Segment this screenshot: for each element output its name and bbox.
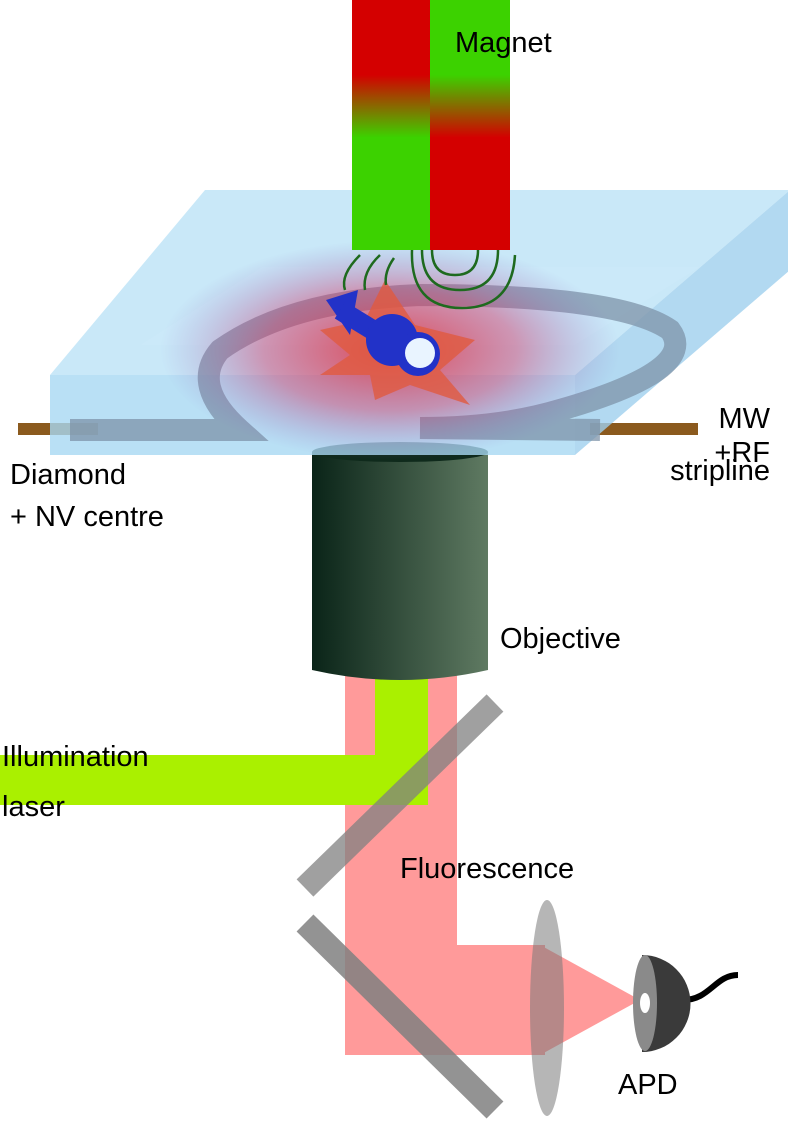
illumination-label-line1: Illumination bbox=[2, 741, 149, 773]
magnetic-field-lines bbox=[342, 249, 517, 310]
nv-spin bbox=[326, 290, 440, 376]
dichroic-mirror bbox=[296, 694, 504, 897]
objective-lens bbox=[312, 442, 488, 680]
stripline-right bbox=[590, 423, 698, 435]
apd-label: APD bbox=[618, 1069, 678, 1101]
fold-mirror bbox=[296, 914, 504, 1119]
mw-rf-stripline-label-line3: stripline bbox=[670, 455, 770, 487]
fluorescence-label: Fluorescence bbox=[400, 853, 575, 885]
diamond-label-line2: + NV centre bbox=[10, 501, 164, 533]
magnet-label: Magnet bbox=[455, 27, 552, 59]
magnet bbox=[352, 0, 510, 250]
apd-detector bbox=[633, 955, 739, 1052]
illumination-label-line2: laser bbox=[2, 791, 65, 823]
focusing-lens bbox=[530, 900, 564, 1116]
mw-rf-stripline-label-line1: MW bbox=[718, 403, 770, 435]
objective-label: Objective bbox=[500, 623, 621, 655]
diamond-label-line1: Diamond bbox=[10, 459, 127, 491]
mw-rf-stripline-label-line2: +RF bbox=[714, 437, 770, 469]
